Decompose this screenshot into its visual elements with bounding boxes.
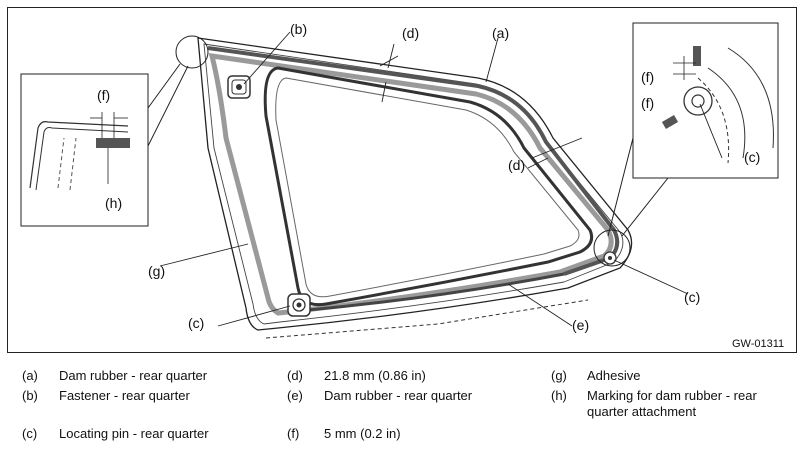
dam-rubber-lower <box>307 272 565 312</box>
callout-g: (g) <box>148 263 165 279</box>
legend: (a)Dam rubber - rear quarter (b)Fastener… <box>0 364 804 450</box>
window-opening-inner <box>275 77 580 298</box>
legend-item-h: (h)Marking for dam rubber - rear quarter… <box>551 388 757 419</box>
body-dashed-outline <box>265 299 589 339</box>
rear-quarter-glass-diagram: (b) (a) (d) (d) (g) (c) (c) (e) (f) (h) … <box>20 21 784 350</box>
fastener-rear-quarter <box>227 75 251 99</box>
callout-a: (a) <box>492 25 509 41</box>
detail-circle-top <box>175 35 209 69</box>
locating-pin-lower <box>287 293 311 317</box>
callout-c-inset: (c) <box>744 149 760 165</box>
detail-circle-right <box>593 229 631 267</box>
locating-pin-right <box>603 251 617 265</box>
adhesive-band <box>208 52 614 316</box>
diagram-frame: (b) (a) (d) (d) (g) (c) (c) (e) (f) (h) … <box>7 7 797 353</box>
callout-c-right: (c) <box>684 289 700 305</box>
callout-d-top: (d) <box>402 25 419 41</box>
callout-e: (e) <box>572 317 589 333</box>
figure-code: GW-01311 <box>732 338 784 350</box>
dam-rubber-band <box>207 46 620 276</box>
callout-h: (h) <box>105 195 122 211</box>
callout-d-right: (d) <box>508 157 525 173</box>
callout-f-left: (f) <box>97 87 110 103</box>
callout-b: (b) <box>290 21 307 37</box>
callout-f-right-1: (f) <box>641 69 654 85</box>
leader-lines <box>159 31 723 327</box>
glass-outline <box>197 37 633 331</box>
inset-left <box>20 63 189 227</box>
callout-c-lower: (c) <box>188 315 204 331</box>
window-opening-outer <box>263 66 594 307</box>
inset-right <box>607 22 779 237</box>
callout-f-right-2: (f) <box>641 95 654 111</box>
